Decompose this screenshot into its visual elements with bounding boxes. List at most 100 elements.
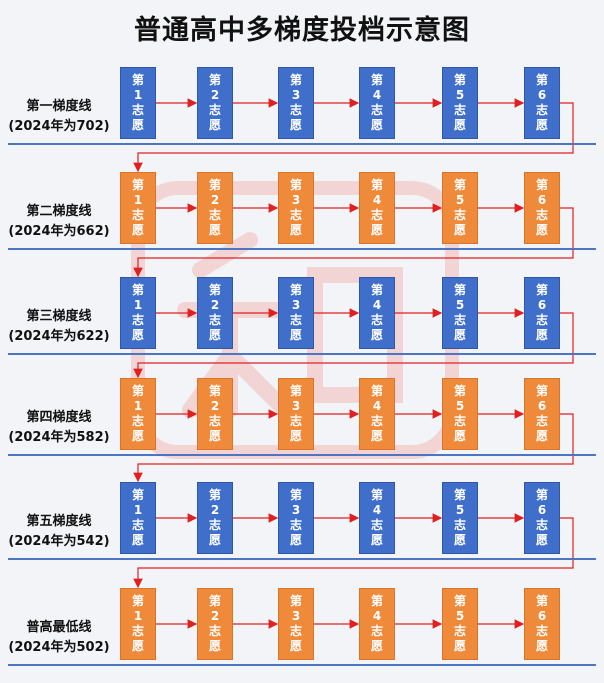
gradient-line-name: 第一梯度线 [26,99,92,114]
choice-char: 愿 [208,328,221,342]
choice-number: 6 [537,503,547,517]
choice-char: 愿 [453,328,466,342]
choice-char: 志 [289,208,302,222]
choice-number: 6 [537,609,547,623]
choice-char: 第 [131,178,144,192]
choice-char: 第 [453,488,466,502]
choice-char: 第 [131,488,144,502]
choice-char: 愿 [131,118,144,132]
choice-char: 愿 [289,533,302,547]
choice-char: 愿 [131,429,144,443]
choice-char: 志 [370,103,383,117]
choice-number: 2 [210,503,220,517]
choice-char: 愿 [131,328,144,342]
choice-number: 1 [133,503,143,517]
gradient-line-score: (2024年为702) [8,119,110,134]
choice-char: 第 [370,594,383,608]
choice-char: 志 [453,518,466,532]
row-divider-line [8,558,596,560]
gradient-line-score: (2024年为662) [8,224,110,239]
choice-char: 第 [131,73,144,87]
choice-number: 3 [291,88,301,102]
choice-char: 愿 [208,639,221,653]
choice-number: 4 [372,298,382,312]
row-divider-line [8,664,596,666]
choice-char: 志 [131,313,144,327]
choice-char: 第 [370,488,383,502]
choice-char: 第 [289,384,302,398]
gradient-line-score: (2024年为502) [8,640,110,655]
choice-char: 愿 [208,223,221,237]
choice-char: 第 [131,594,144,608]
choice-char: 第 [289,178,302,192]
choice-char: 第 [208,384,221,398]
choice-char: 第 [131,384,144,398]
choice-char: 第 [208,283,221,297]
choice-char: 第 [289,73,302,87]
choice-number: 4 [372,88,382,102]
choice-char: 志 [131,414,144,428]
choice-char: 愿 [453,223,466,237]
choice-char: 第 [453,594,466,608]
choice-char: 志 [208,624,221,638]
choice-char: 愿 [289,328,302,342]
choice-char: 愿 [370,118,383,132]
choice-char: 志 [131,624,144,638]
choice-char: 第 [453,178,466,192]
choice-char: 第 [208,73,221,87]
choice-char: 第 [131,283,144,297]
gradient-line-name: 第五梯度线 [26,514,92,529]
choice-number: 1 [133,88,143,102]
row-divider-line [8,248,596,250]
choice-char: 志 [370,414,383,428]
choice-char: 第 [535,283,548,297]
choice-number: 2 [210,88,220,102]
choice-char: 第 [535,73,548,87]
choice-char: 志 [535,103,548,117]
choice-char: 愿 [289,223,302,237]
row-divider-line [8,143,596,145]
page-title: 普通高中多梯度投档示意图 [134,15,470,46]
choice-number: 5 [455,88,465,102]
choice-number: 6 [537,88,547,102]
choice-char: 志 [535,414,548,428]
choice-char: 志 [370,313,383,327]
choice-number: 4 [372,399,382,413]
choice-number: 6 [537,193,547,207]
choice-number: 6 [537,399,547,413]
row-label-4: 第四梯度线(2024年为582) [0,408,118,448]
choice-char: 第 [453,384,466,398]
choice-number: 5 [455,503,465,517]
choice-char: 愿 [208,118,221,132]
choice-number: 3 [291,399,301,413]
choice-char: 志 [370,518,383,532]
choice-number: 4 [372,503,382,517]
choice-char: 愿 [208,429,221,443]
choice-char: 愿 [131,639,144,653]
choice-char: 愿 [370,223,383,237]
choice-char: 志 [131,103,144,117]
choice-char: 愿 [453,429,466,443]
choice-char: 志 [131,208,144,222]
choice-number: 2 [210,193,220,207]
gradient-line-score: (2024年为622) [8,329,110,344]
choice-char: 第 [535,384,548,398]
choice-char: 第 [535,594,548,608]
choice-char: 愿 [535,639,548,653]
